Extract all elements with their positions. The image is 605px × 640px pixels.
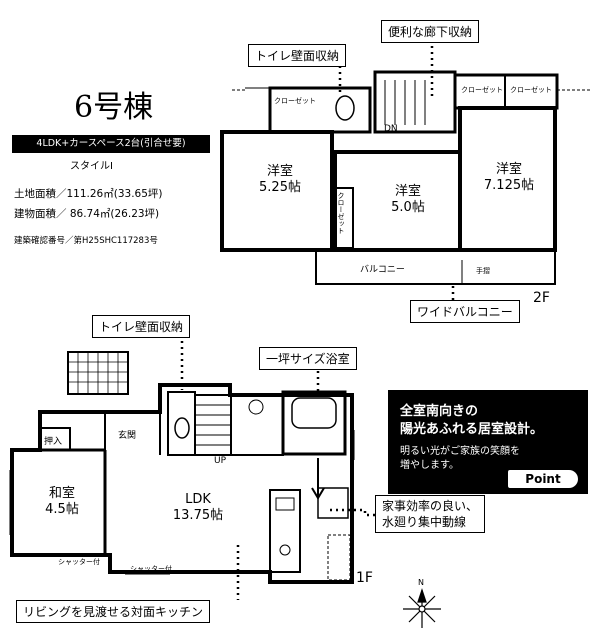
point-title-2: 陽光あふれる居室設計。: [400, 422, 544, 437]
room-ldk-name: LDK: [185, 492, 211, 507]
building-area: 建物面積／ 86.74㎡(26.23坪): [14, 208, 160, 220]
callout-bathroom: 一坪サイズ浴室: [259, 347, 357, 370]
room-west-2f: 洋室 5.25帖: [250, 164, 310, 196]
callout-wide-balcony: ワイドバルコニー: [410, 300, 520, 323]
closet-mid-2f: [334, 187, 354, 249]
leaders-1f: [180, 335, 375, 600]
floor-label-1f: 1F: [356, 570, 373, 586]
room-mid-2f-name: 洋室: [394, 184, 421, 199]
callout-housework: 家事効率の良い、 水廻り集中動線: [375, 495, 486, 533]
room-washitsu: 和室 4.5帖: [32, 486, 92, 518]
closet-label-toilet: クローゼット: [274, 97, 316, 105]
compass-north-label: N: [418, 578, 424, 587]
bathtub: [291, 397, 337, 429]
fridge-space: [317, 487, 349, 519]
floor-label-2f: 2F: [533, 290, 550, 306]
toilet-2f-fixture: [335, 95, 355, 121]
room-west-2f-size: 5.25帖: [259, 180, 301, 195]
permit-number: 建築確認番号／第H25SHC117283号: [14, 236, 158, 246]
stair-up-label: UP: [214, 456, 227, 466]
land-area: 土地面積／111.26㎡(33.65坪): [14, 188, 163, 200]
room-ldk: LDK 13.75帖: [158, 492, 238, 524]
callout-toilet-storage-1f: トイレ壁面収納: [92, 315, 191, 338]
toilet-core-2f: [268, 86, 372, 134]
room-washitsu-size: 4.5帖: [45, 502, 79, 517]
balcony-label: バルコニー: [360, 265, 405, 275]
layout-badge: 4LDK+カースペース2台(引合せ要): [12, 135, 210, 153]
floor-2-plan: [220, 70, 590, 285]
callout-kitchen: リビングを見渡せる対面キッチン: [16, 600, 211, 623]
style-label: スタイルI: [70, 161, 113, 172]
room-washitsu-name: 和室: [48, 486, 75, 501]
toilet-1f: [167, 391, 196, 456]
callout-toilet-storage-2f: トイレ壁面収納: [248, 44, 347, 67]
exterior-wall-1f: [10, 383, 354, 584]
tesuri-label: 手摺: [476, 267, 490, 275]
point-body-1: 明るい光がご家族の笑顔を: [400, 446, 520, 457]
room-genkan: 玄関: [118, 431, 137, 441]
room-mid-2f: 洋室 5.0帖: [378, 184, 438, 216]
point-box: 全室南向きの 陽光あふれる居室設計。 明るい光がご家族の笑顔を 増やします。 P…: [388, 390, 588, 494]
leaders-2f: [338, 40, 455, 300]
oshiire-box: [39, 427, 71, 451]
closet-label-mid: クローゼット: [337, 192, 345, 234]
closet-label-east-a: クローゼット: [461, 86, 503, 94]
building-number: 6号棟: [74, 90, 154, 125]
room-ldk-size: 13.75帖: [172, 508, 224, 523]
shutter-label-left: シャッター付: [58, 558, 100, 566]
shutter-label-mid: シャッター付: [130, 565, 172, 573]
washroom-1f: [230, 394, 284, 456]
callout-hallway-storage: 便利な廊下収納: [381, 20, 480, 43]
room-east-2f: 洋室 7.125帖: [474, 162, 544, 194]
bathroom-1f: [281, 390, 347, 456]
point-body-2: 増やします。: [400, 460, 459, 471]
stair-dn-label: DN: [384, 124, 398, 134]
room-oshiire: 押入: [44, 437, 63, 447]
kitchen-counter: [269, 489, 301, 573]
point-title-1: 全室南向きの: [400, 404, 479, 419]
floor-1-plan: [9, 351, 355, 584]
room-east-2f-name: 洋室: [495, 162, 522, 177]
compass-rose: [403, 588, 441, 628]
room-mid-2f-size: 5.0帖: [391, 200, 425, 215]
room-west-2f-name: 洋室: [266, 164, 293, 179]
balcony-2f: [315, 249, 556, 285]
point-tag: Point: [508, 470, 578, 488]
room-east-2f-size: 7.125帖: [483, 178, 535, 193]
closet-label-east-b: クローゼット: [510, 86, 552, 94]
